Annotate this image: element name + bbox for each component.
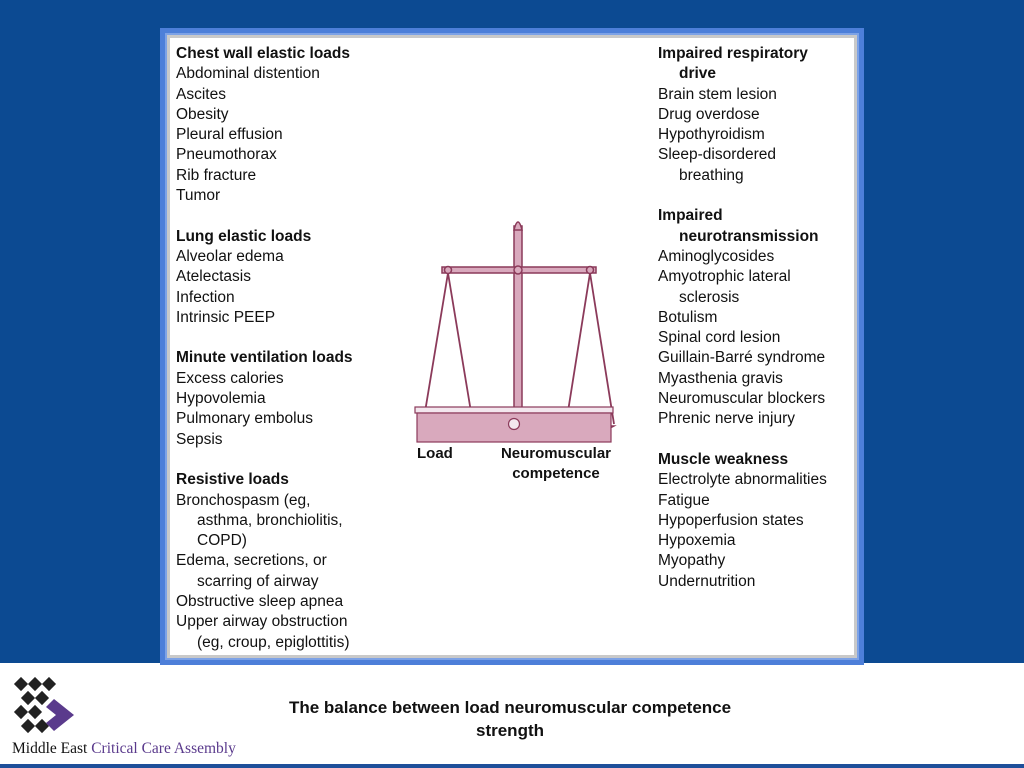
list-item: Obstructive sleep apnea — [176, 593, 344, 611]
slide-caption: The balance between load neuromuscular c… — [288, 698, 732, 740]
list-item: Rib fracture — [176, 166, 257, 184]
list-item: Abdominal distention — [176, 65, 320, 83]
list-item: Atelectasis — [176, 268, 251, 286]
list-item: Tumor — [176, 187, 221, 205]
list-item: Guillain-Barré syndrome — [658, 349, 826, 367]
group-title: Minute ventilation loads — [176, 349, 353, 367]
list-item: Upper airway obstruction — [176, 613, 348, 631]
list-item: Hypoxemia — [658, 532, 736, 550]
list-item: (eg, croup, epiglottitis) — [197, 633, 350, 651]
group-title: Chest wall elastic loads — [176, 45, 351, 62]
list-item: Hypoperfusion states — [658, 511, 804, 529]
list-item: Neuromuscular blockers — [658, 390, 826, 408]
list-item: Bronchospasm (eg, — [176, 491, 311, 509]
group-title: neurotransmission — [679, 227, 819, 245]
group-title: drive — [679, 65, 717, 83]
load-label: Load — [417, 445, 453, 462]
scale-knob — [507, 417, 521, 431]
group-title: Muscle weakness — [658, 450, 789, 468]
scale-pole-tip — [513, 221, 523, 231]
list-item: Phrenic nerve injury — [658, 410, 795, 428]
group-title: Lung elastic loads — [176, 227, 312, 245]
list-item: Undernutrition — [658, 572, 756, 590]
scale-base — [414, 406, 614, 443]
list-item: Spinal cord lesion — [658, 329, 781, 347]
competence-label: Neuromuscular competence — [500, 445, 612, 482]
list-item: Hypothyroidism — [658, 126, 765, 144]
list-item: Botulism — [658, 308, 718, 326]
footer-rule — [0, 764, 1024, 768]
list-item: Electrolyte abnormalities — [658, 471, 827, 489]
list-item: scarring of airway — [197, 572, 319, 590]
list-item: Pulmonary embolus — [176, 410, 313, 428]
group-title: Resistive loads — [176, 471, 289, 489]
list-item: Intrinsic PEEP — [176, 308, 276, 326]
list-item: Drug overdose — [658, 105, 760, 123]
list-item: Amyotrophic lateral — [658, 268, 791, 286]
list-item: Excess calories — [176, 369, 284, 387]
list-item: Infection — [176, 288, 235, 306]
list-item: Sleep-disordered — [658, 146, 777, 164]
scale-pole — [513, 225, 523, 417]
list-item: breathing — [679, 166, 744, 184]
list-item: Edema, secretions, or — [176, 552, 327, 570]
list-item: COPD) — [197, 532, 247, 550]
list-item: Alveolar edema — [176, 247, 284, 265]
list-item: Pneumothorax — [176, 146, 277, 164]
list-item: Obesity — [176, 105, 229, 123]
list-item: Hypovolemia — [176, 390, 266, 408]
list-item: Brain stem lesion — [658, 85, 777, 103]
list-item: Aminoglycosides — [658, 247, 775, 265]
group-title: Impaired — [658, 207, 723, 225]
list-item: Fatigue — [658, 491, 710, 509]
list-item: Pleural effusion — [176, 126, 283, 144]
mecca-logo-icon — [13, 677, 74, 734]
list-item: asthma, bronchiolitis, — [197, 511, 343, 529]
logo-wordmark: Middle East Critical Care Assembly — [12, 740, 236, 757]
list-item: Sepsis — [176, 430, 223, 448]
list-item: Myasthenia gravis — [658, 369, 783, 387]
list-item: Ascites — [176, 85, 226, 103]
list-item: Myopathy — [658, 552, 726, 570]
list-item: sclerosis — [679, 288, 740, 306]
group-title: Impaired respiratory — [658, 45, 808, 62]
